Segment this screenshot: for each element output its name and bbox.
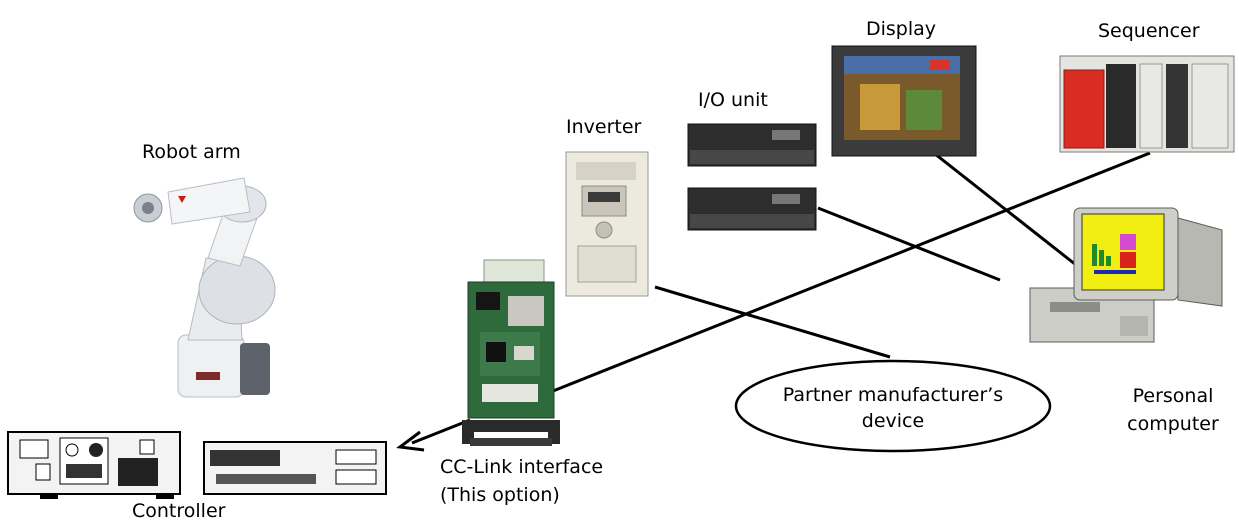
personal-computer-image: [1029, 207, 1223, 343]
inverter-link-line: [654, 285, 891, 359]
sequencer-image: [1059, 55, 1235, 153]
personal-computer-label-line2: computer: [1127, 413, 1219, 435]
display-image: [831, 45, 977, 157]
io-unit-image: [687, 123, 817, 231]
partner-device-label-line1: Partner manufacturer’s: [782, 384, 1004, 406]
personal-computer-label: Personal computer: [1118, 385, 1228, 435]
cclink-interface-label-line2: (This option): [440, 484, 560, 506]
partner-device-label: Partner manufacturer’s device: [748, 384, 1038, 432]
controller-image: [7, 431, 387, 499]
robot-arm-image: [133, 177, 276, 398]
controller-label: Controller: [132, 500, 226, 522]
robot-arm-label: Robot arm: [142, 141, 241, 163]
io-link-line: [817, 206, 1001, 282]
display-label: Display: [866, 18, 937, 40]
cclink-interface-card-image: [462, 259, 560, 446]
partner-device-label-line2: device: [861, 410, 925, 432]
sequencer-label: Sequencer: [1098, 20, 1200, 42]
cclink-interface-label: CC-Link interface (This option): [440, 456, 603, 506]
io-unit-label: I/O unit: [698, 89, 768, 111]
partner-device-ellipse: [734, 359, 1052, 453]
main-bus-line: [547, 151, 1151, 395]
cclink-to-controller-arrow: [396, 418, 471, 452]
inverter-label: Inverter: [566, 116, 642, 138]
personal-computer-label-line1: Personal: [1132, 385, 1214, 407]
cclink-interface-label-line1: CC-Link interface: [440, 456, 604, 478]
inverter-image: [565, 151, 649, 297]
